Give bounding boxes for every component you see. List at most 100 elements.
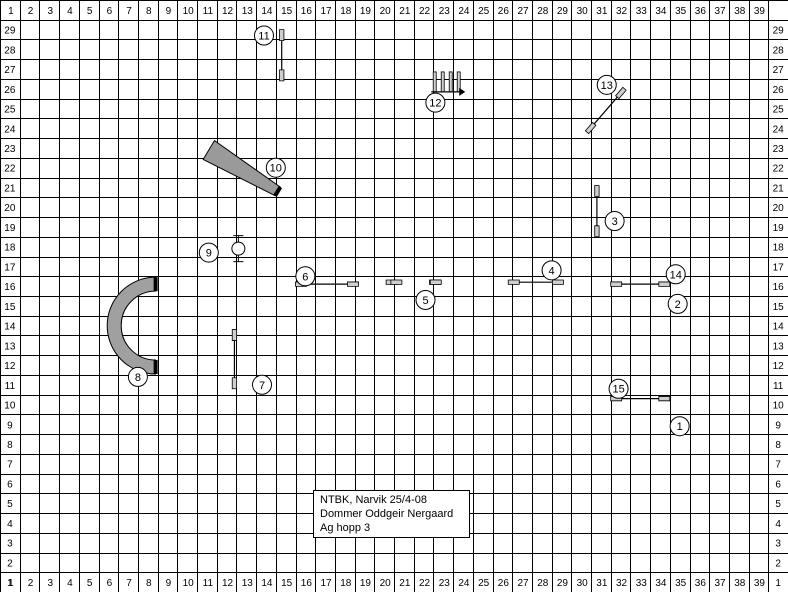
obstacle-number-marker: 3: [604, 211, 625, 232]
column-label-bottom: 31: [596, 578, 608, 589]
marker-number: 14: [670, 269, 682, 281]
row-label-right: 16: [773, 282, 785, 293]
row-label-right: 20: [773, 203, 785, 214]
row-label-left: 4: [7, 519, 13, 530]
obstacle-number-marker: 5: [415, 289, 436, 310]
column-label-bottom: 36: [695, 578, 707, 589]
column-label-top: 28: [537, 6, 549, 17]
row-label-left: 23: [4, 144, 16, 155]
row-label-right: 3: [775, 539, 781, 550]
jump-obstacle: [385, 279, 403, 285]
column-label-top: 14: [261, 6, 273, 17]
marker-circle: [425, 92, 446, 113]
row-label-left: 11: [5, 381, 16, 392]
row-label-right: 7: [775, 460, 781, 471]
row-label-right: 22: [773, 164, 785, 175]
row-label-right: 14: [773, 322, 785, 333]
row-label-left: 25: [4, 105, 16, 116]
row-label-right: 4: [775, 519, 781, 530]
row-label-left: 2: [7, 558, 13, 569]
row-label-right: 17: [773, 262, 785, 273]
jump-obstacle: [610, 396, 671, 402]
column-label-bottom: 24: [458, 578, 470, 589]
column-label-top: 32: [616, 6, 628, 17]
marker-circle: [265, 157, 286, 178]
column-label-top: 17: [320, 6, 332, 17]
marker-circle: [127, 366, 148, 387]
column-label-top: 23: [439, 6, 451, 17]
row-label-right: 21: [773, 183, 785, 194]
marker-number: 8: [135, 372, 141, 384]
marker-number: 10: [270, 163, 282, 175]
row-label-left: 24: [4, 124, 16, 135]
column-label-bottom: 21: [399, 578, 411, 589]
column-label-bottom: 6: [107, 578, 113, 589]
column-label-bottom: 38: [734, 578, 746, 589]
row-label-left: 16: [4, 282, 16, 293]
column-label-bottom: 1: [8, 578, 14, 589]
column-label-top: 4: [67, 6, 73, 17]
marker-number: 7: [259, 380, 265, 392]
column-label-top: 30: [577, 6, 589, 17]
row-label-right: 13: [773, 341, 785, 352]
obstacle-number-marker: 1: [669, 416, 690, 437]
column-label-bottom: 8: [146, 578, 152, 589]
column-label-bottom: 28: [537, 578, 549, 589]
column-label-bottom: 17: [320, 578, 332, 589]
jump-wing: [594, 185, 600, 197]
marker-circle: [252, 374, 273, 395]
row-label-right: 6: [775, 479, 781, 490]
row-label-right: 10: [773, 401, 785, 412]
column-label-bottom: 37: [714, 578, 726, 589]
column-label-bottom: 29: [557, 578, 569, 589]
column-label-bottom: 13: [242, 578, 254, 589]
column-label-bottom: 3: [47, 578, 53, 589]
marker-number: 2: [675, 299, 681, 311]
column-label-bottom: 39: [754, 578, 766, 589]
marker-circle: [665, 264, 686, 285]
column-label-top: 8: [146, 6, 152, 17]
marker-number: 12: [429, 98, 441, 110]
marker-circle: [604, 211, 625, 232]
row-label-left: 1: [7, 578, 13, 589]
column-label-top: 20: [380, 6, 392, 17]
column-label-top: 21: [399, 6, 411, 17]
column-label-top: 38: [734, 6, 746, 17]
jump-wing: [658, 396, 671, 402]
jump-obstacle: [279, 29, 285, 82]
column-label-top: 5: [87, 6, 93, 17]
row-label-right: 2: [775, 558, 781, 569]
column-label-bottom: 9: [166, 578, 172, 589]
weave-pole: [440, 71, 445, 93]
column-label-top: 34: [655, 6, 667, 17]
row-label-right: 1: [775, 578, 781, 589]
row-label-right: 25: [773, 105, 785, 116]
jump-wing: [429, 279, 442, 285]
column-label-top: 33: [636, 6, 648, 17]
row-label-right: 19: [773, 223, 785, 234]
column-label-top: 37: [714, 6, 726, 17]
weave-pole: [448, 71, 453, 93]
column-label-top: 31: [596, 6, 608, 17]
marker-number: 13: [601, 80, 613, 92]
column-label-bottom: 18: [340, 578, 352, 589]
jump-wing: [584, 121, 597, 135]
jump-wing: [347, 281, 359, 287]
info-club-date: NTBK, Narvik 25/4-08: [320, 494, 427, 506]
jump-obstacle: [507, 279, 564, 285]
marker-circle: [198, 242, 219, 263]
obstacle-number-marker: 11: [253, 25, 274, 46]
row-label-left: 21: [4, 183, 16, 194]
column-label-top: 10: [183, 6, 195, 17]
row-label-right: 18: [773, 243, 785, 254]
column-label-bottom: 15: [281, 578, 293, 589]
row-label-right: 5: [775, 499, 781, 510]
marker-number: 4: [549, 265, 555, 277]
jump-wing: [610, 281, 623, 287]
obstacles: [106, 29, 671, 402]
jump-wing: [279, 69, 285, 82]
row-label-left: 10: [4, 401, 16, 412]
column-label-bottom: 7: [126, 578, 132, 589]
row-label-left: 17: [4, 262, 16, 273]
